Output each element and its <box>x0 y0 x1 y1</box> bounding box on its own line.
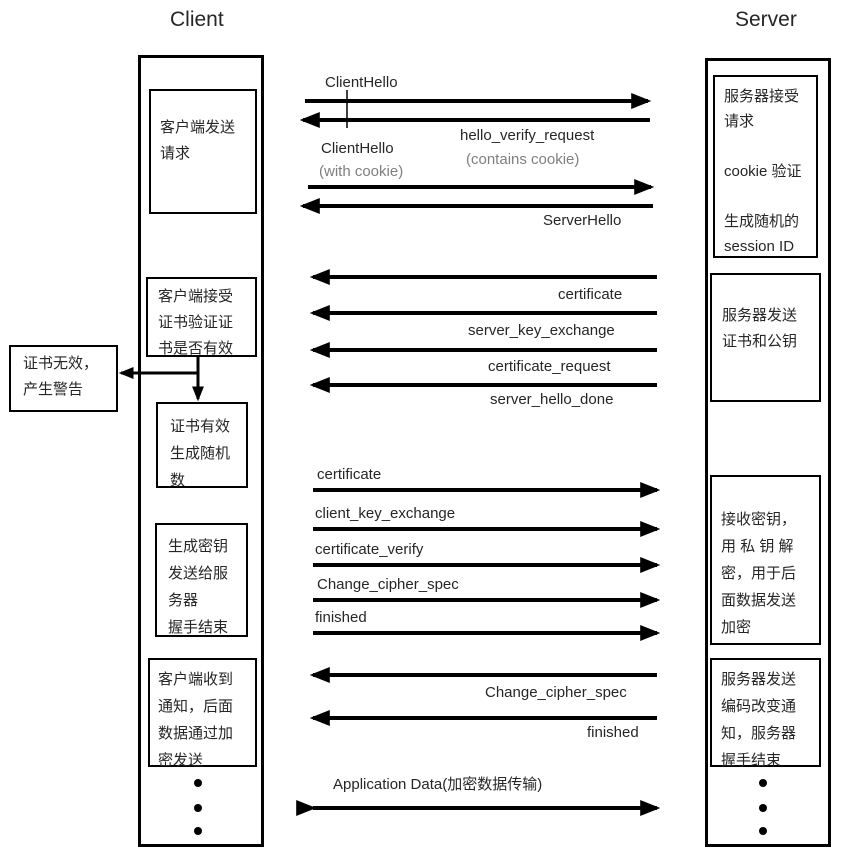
client-step-send-request: 客户端发送 请求 <box>149 89 257 214</box>
cert-invalid-warning-box: 证书无效， 产生警告 <box>9 345 118 412</box>
client-ellipsis-dot <box>194 827 202 835</box>
client-ellipsis-dot <box>194 779 202 787</box>
client-step-verify-cert: 客户端接受 证书验证证 书是否有效 <box>146 277 257 357</box>
client-step-notified: 客户端收到 通知，后面 数据通过加 密发送 <box>148 658 257 769</box>
client-step-generate-key: 生成密钥 发送给服 务器 握手结束 <box>155 523 248 637</box>
label-server-key-exchange: server_key_exchange <box>468 322 615 339</box>
label-change-cipher-spec-s: Change_cipher_spec <box>485 684 627 701</box>
server-ellipsis-dot <box>759 779 767 787</box>
server-step-receive-key: 接收密钥， 用 私 钥 解 密，用于后 面数据发送 加密 <box>710 475 821 645</box>
client-title: Client <box>170 8 224 31</box>
server-ellipsis-dot <box>759 804 767 812</box>
server-step-handshake-finish: 服务器发送 编码改变通 知，服务器 握手结束 <box>710 658 821 769</box>
label-serverhello: ServerHello <box>543 212 622 229</box>
label-certificate-request: certificate_request <box>488 358 611 375</box>
label-change-cipher-spec-c: Change_cipher_spec <box>317 576 459 593</box>
label-finished-c: finished <box>315 609 367 626</box>
label-certificate-s: certificate <box>558 286 623 303</box>
label-clienthello-1: ClientHello <box>325 74 398 91</box>
label-clienthello-2: ClientHello <box>321 140 394 157</box>
client-ellipsis-dot <box>194 804 202 812</box>
label-certificate-c: certificate <box>317 466 382 483</box>
server-step-accept-request: 服务器接受 请求 cookie 验证 生成随机的 session ID <box>713 75 818 258</box>
client-step-cert-valid: 证书有效 生成随机 数 <box>156 402 248 489</box>
label-application-data: Application Data(加密数据传输) <box>333 776 543 793</box>
server-step-send-cert: 服务器发送 证书和公钥 <box>710 273 821 402</box>
label-hello-verify-request: hello_verify_request <box>460 127 595 144</box>
label-client-key-exchange: client_key_exchange <box>315 505 456 522</box>
server-title: Server <box>735 8 797 31</box>
server-ellipsis-dot <box>759 827 767 835</box>
label-server-hello-done: server_hello_done <box>490 391 614 408</box>
label-contains-cookie: (contains cookie) <box>466 151 580 168</box>
label-certificate-verify: certificate_verify <box>315 541 424 558</box>
label-finished-s: finished <box>587 724 639 741</box>
label-with-cookie: (with cookie) <box>319 163 404 180</box>
